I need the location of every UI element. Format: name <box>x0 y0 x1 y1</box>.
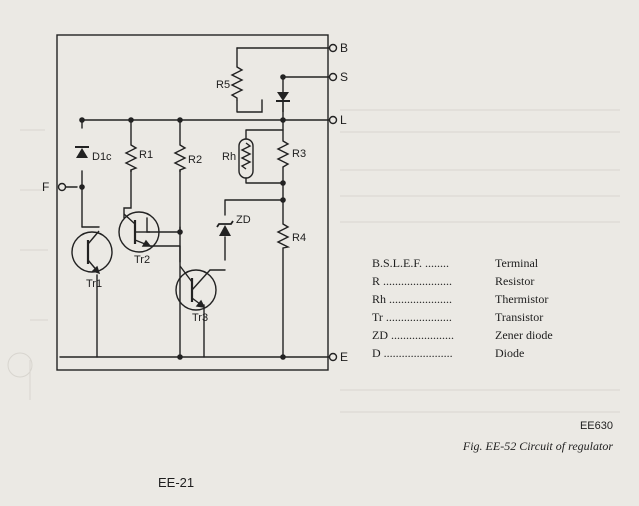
wire-r5 <box>236 47 263 113</box>
junction-dot <box>177 229 183 235</box>
terminal-label-e: E <box>340 350 348 364</box>
label-r1: R1 <box>139 149 153 161</box>
label-rh: Rh <box>222 151 236 163</box>
junction-dot <box>79 117 85 123</box>
legend-value: Diode <box>495 346 525 360</box>
legend-row: R ....................... Resistor <box>372 272 553 290</box>
label-r5: R5 <box>216 79 230 91</box>
terminal-label-f: F <box>42 180 49 194</box>
legend-value: Resistor <box>495 274 535 288</box>
terminal-label-s: S <box>340 70 348 84</box>
transistor-tr2 <box>118 211 160 253</box>
legend-value: Thermistor <box>495 292 549 306</box>
junction-dot <box>128 117 134 123</box>
junction-dot <box>280 197 286 203</box>
label-r3: R3 <box>292 148 306 160</box>
terminal-b-connector <box>328 43 338 53</box>
label-r2: R2 <box>188 154 202 166</box>
legend-key: D ....................... <box>372 346 453 360</box>
transistor-tr3 <box>175 265 217 311</box>
terminal-label-l: L <box>340 113 347 127</box>
legend-value: Zener diode <box>495 328 553 342</box>
terminal-s-connector <box>328 72 338 82</box>
regulator-housing <box>56 34 329 371</box>
junction-dot <box>79 184 85 190</box>
legend-key: Tr ...................... <box>372 310 452 324</box>
junction-dot <box>280 117 286 123</box>
wire-rh-r3 <box>245 129 284 201</box>
label-d1c: D1c <box>92 151 112 163</box>
terminal-label-b: B <box>340 41 348 55</box>
diode-d1c <box>75 146 89 158</box>
junction-dot <box>177 117 183 123</box>
legend-row: D ....................... Diode <box>372 344 553 362</box>
label-zd: ZD <box>236 214 251 226</box>
label-tr3: Tr3 <box>192 312 208 324</box>
legend-row: Rh ..................... Thermistor <box>372 290 553 308</box>
label-tr2: Tr2 <box>134 254 150 266</box>
legend-value: Terminal <box>495 256 539 270</box>
thermistor-rh <box>238 138 254 179</box>
terminal-f-connector <box>57 182 67 192</box>
legend-key: B.S.L.E.F. ........ <box>372 256 450 270</box>
junction-dot <box>280 180 286 186</box>
resistor-r5 <box>230 66 244 101</box>
legend-row: B.S.L.E.F. ........ Terminal <box>372 254 553 272</box>
label-tr1: Tr1 <box>86 278 102 290</box>
label-r4: R4 <box>292 232 306 244</box>
page-number: EE-21 <box>158 475 195 490</box>
junction-dot <box>280 74 286 80</box>
legend-key: Rh ..................... <box>372 292 453 306</box>
wire-zd-tap <box>224 199 284 261</box>
legend-value: Transistor <box>495 310 544 324</box>
terminal-l-connector <box>328 115 338 125</box>
transistor-tr1 <box>71 230 113 275</box>
figure-caption: Fig. EE-52 Circuit of regulator <box>462 439 613 453</box>
junction-dot <box>280 354 286 360</box>
legend-key: R ....................... <box>372 274 453 288</box>
wire-tr1-base <box>81 169 132 228</box>
legend: B.S.L.E.F. ........ Terminal R ..........… <box>372 254 553 362</box>
legend-row: Tr ...................... Transistor <box>372 308 553 326</box>
legend-key: ZD ..................... <box>372 328 454 342</box>
terminal-e-connector <box>328 352 338 362</box>
wire-r2-collector <box>146 169 181 233</box>
resistor-r3 <box>276 140 290 168</box>
legend-row: ZD ..................... Zener diode <box>372 326 553 344</box>
zener-diode-zd <box>216 220 234 236</box>
figure-code: EE630 <box>579 420 613 432</box>
resistor-r2 <box>173 144 187 172</box>
junction-dot <box>177 354 183 360</box>
resistor-r4 <box>276 223 291 249</box>
contact-point <box>276 92 290 112</box>
resistor-r1 <box>124 144 138 172</box>
